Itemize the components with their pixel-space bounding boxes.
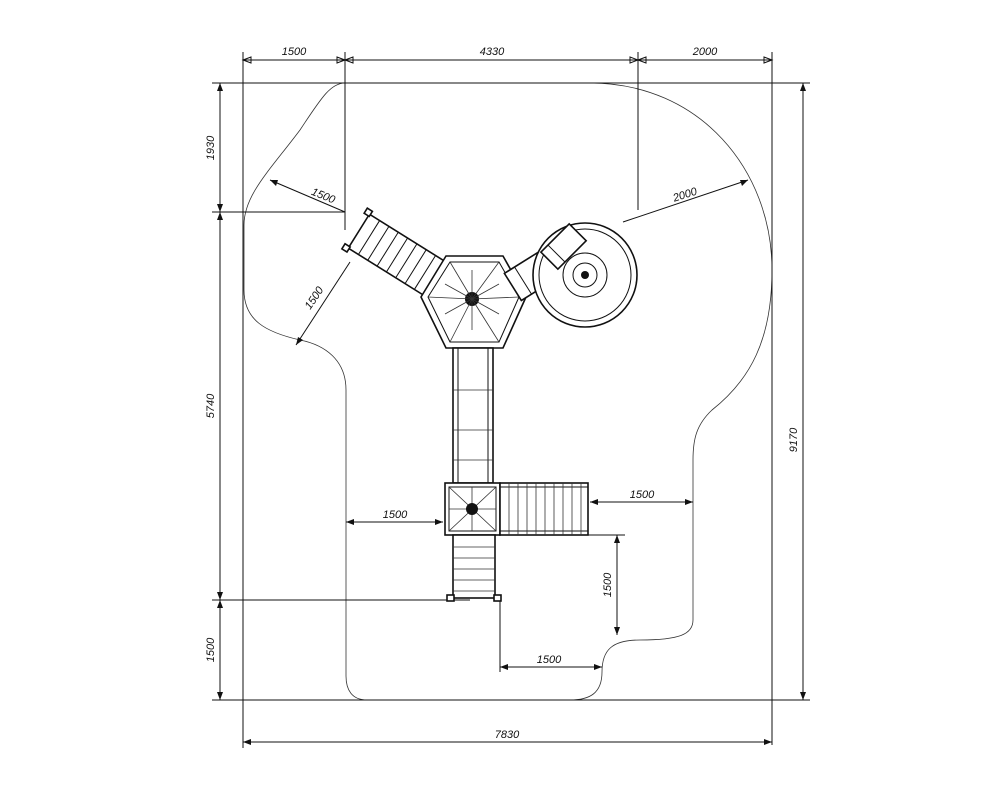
dim-left-bottom: 1500: [205, 637, 217, 662]
dim-top-mid: 4330: [480, 46, 505, 58]
dim-top-right: 2000: [692, 46, 718, 58]
safety-zone-outline: [243, 82, 773, 701]
spiral-slide: [503, 222, 638, 328]
dim-diag-slide: 2000: [671, 185, 700, 205]
bottom-ladder: [446, 534, 502, 602]
dim-bottom-total: 7830: [495, 729, 520, 741]
dim-top-left: 1500: [282, 46, 307, 58]
dim-inner-right: 1500: [630, 489, 655, 501]
playground-equipment: [340, 207, 638, 602]
dimension-frame: [212, 52, 810, 748]
dim-inner-bottom: 1500: [537, 654, 562, 666]
dimension-labels: 1500 4330 2000 1930 5740 1500 9170 7830 …: [205, 46, 800, 741]
inner-dimensions: [269, 179, 749, 672]
dim-inner-vertical: 1500: [602, 572, 614, 597]
square-tower: [444, 482, 501, 536]
dim-diag-upper: 1500: [310, 186, 338, 207]
dim-left-top: 1930: [205, 135, 217, 160]
hexagon-platform: [420, 255, 527, 349]
side-stairs: [499, 482, 589, 536]
dim-right-total: 9170: [788, 427, 800, 452]
dim-inner-left: 1500: [383, 509, 408, 521]
vertical-bridge: [452, 347, 494, 484]
dim-diag-lower: 1500: [303, 284, 327, 312]
upper-ladder: [340, 207, 447, 297]
dim-left-mid: 5740: [205, 393, 217, 418]
